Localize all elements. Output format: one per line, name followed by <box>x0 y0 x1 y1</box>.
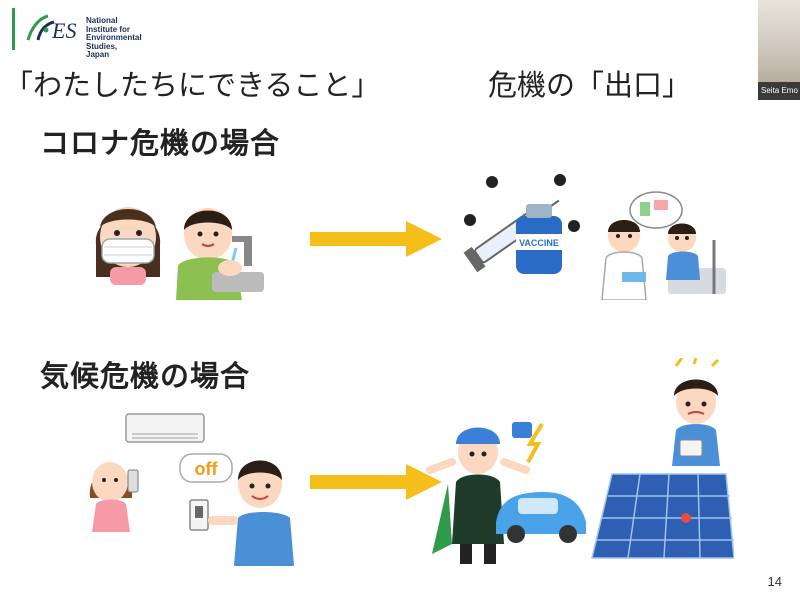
slide-title-left: 「わたしたちにできること」 <box>4 68 381 102</box>
logo-text: National Institute for Environmental Stu… <box>86 16 142 60</box>
solar-panel-man-illustration <box>591 358 734 559</box>
page-number: 14 <box>767 574 782 589</box>
arrow-climate <box>310 464 442 500</box>
webcam-participant-name: Seita Emo <box>758 82 800 100</box>
vaccine-label: VACCINE <box>519 238 559 248</box>
logo-line-1: National <box>86 16 118 25</box>
ev-hero-illustration <box>426 422 586 564</box>
webcam-thumbnail[interactable]: Seita Emo <box>758 0 800 100</box>
slide-title-right: 危機の「出口」 <box>488 68 692 102</box>
logo-accent-bar <box>12 8 15 50</box>
heading-climate-crisis: 気候危機の場合 <box>40 359 251 393</box>
masked-girl-illustration <box>95 207 161 285</box>
handwashing-boy-illustration <box>176 208 264 300</box>
vaccine-illustration: VACCINE <box>463 174 580 274</box>
nies-emblem-icon: ES <box>26 14 76 43</box>
logo-line-4: Studies, Japan <box>86 41 118 60</box>
svg-text:ES: ES <box>51 18 76 43</box>
webcam-video <box>758 0 800 82</box>
logo-line-2: Institute for <box>86 24 130 34</box>
arrow-corona <box>310 221 442 257</box>
switch-off-illustration: off <box>179 453 294 566</box>
off-bubble-text: off <box>195 459 219 479</box>
girl-remote-aircon-illustration <box>89 413 205 532</box>
doctor-patient-illustration <box>601 191 726 300</box>
heading-corona-crisis: コロナ危機の場合 <box>40 126 281 160</box>
nies-logo: ES National Institute for Environmental … <box>12 8 142 59</box>
logo-line-3: Environmental <box>86 33 142 43</box>
